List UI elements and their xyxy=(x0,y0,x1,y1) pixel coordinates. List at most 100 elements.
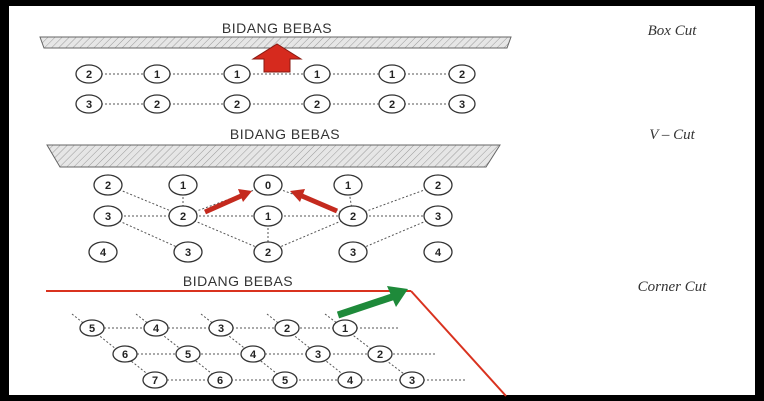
blast-hole: 1 xyxy=(253,205,283,227)
box-cut-free-face-label: BIDANG BEBAS xyxy=(222,20,332,36)
blast-hole: 2 xyxy=(274,319,300,337)
blast-hole-circle xyxy=(253,205,283,227)
blast-hole-delay-number: 3 xyxy=(86,99,92,111)
corner-cut-direction-arrow-head xyxy=(387,286,408,307)
blast-hole-delay-number: 3 xyxy=(459,99,465,111)
blast-hole-delay-number: 2 xyxy=(180,211,186,223)
delay-connector xyxy=(107,215,189,253)
blast-hole: 3 xyxy=(208,319,234,337)
blast-hole-delay-number: 1 xyxy=(180,180,186,192)
blast-hole-delay-number: 2 xyxy=(105,180,111,192)
blast-hole: 4 xyxy=(240,345,266,363)
blast-hole-circle xyxy=(112,345,138,363)
blast-hole-circle xyxy=(143,64,171,84)
blast-hole: 2 xyxy=(303,94,331,114)
blast-hole-circle xyxy=(423,174,453,196)
blast-hole: 4 xyxy=(143,319,169,337)
blast-hole: 1 xyxy=(143,64,171,84)
blast-hole-delay-number: 2 xyxy=(314,99,320,111)
blast-hole: 2 xyxy=(367,345,393,363)
blast-hole: 1 xyxy=(333,174,363,196)
blast-hole-circle xyxy=(337,371,363,389)
blast-hole-circle xyxy=(173,241,203,263)
blast-hole-circle xyxy=(208,319,234,337)
blast-hole-circle xyxy=(305,345,331,363)
blast-hole-circle xyxy=(303,64,331,84)
blast-hole-delay-number: 2 xyxy=(265,247,271,259)
blast-hole-circle xyxy=(223,64,251,84)
blast-hole-delay-number: 4 xyxy=(250,349,257,361)
blast-hole-circle xyxy=(423,241,453,263)
corner-cut-free-face-diagonal xyxy=(410,290,507,397)
blast-hole-circle xyxy=(143,319,169,337)
blast-hole-delay-number: 4 xyxy=(153,323,160,335)
blast-hole-delay-number: 3 xyxy=(105,211,111,223)
blast-hole: 4 xyxy=(88,241,118,263)
blast-hole-delay-number: 1 xyxy=(154,69,160,81)
blast-hole: 5 xyxy=(272,371,298,389)
blast-hole-delay-number: 1 xyxy=(234,69,240,81)
blast-hole-delay-number: 4 xyxy=(347,375,354,387)
frame-left xyxy=(0,0,9,401)
blast-hole-delay-number: 3 xyxy=(409,375,415,387)
blast-hole-delay-number: 2 xyxy=(234,99,240,111)
blast-hole: 0 xyxy=(253,174,283,196)
blast-hole-circle xyxy=(143,94,171,114)
blast-hole-circle xyxy=(142,371,168,389)
blast-hole: 5 xyxy=(79,319,105,337)
blast-hole-circle xyxy=(274,319,300,337)
blast-hole-delay-number: 2 xyxy=(435,180,441,192)
blast-hole-delay-number: 2 xyxy=(389,99,395,111)
blast-hole-circle xyxy=(448,94,476,114)
blast-hole-circle xyxy=(338,241,368,263)
blast-hole-circle xyxy=(93,205,123,227)
blast-hole: 3 xyxy=(338,241,368,263)
blast-hole-delay-number: 4 xyxy=(435,247,442,259)
blast-hole-circle xyxy=(378,64,406,84)
v-cut-free-face-label: BIDANG BEBAS xyxy=(230,126,340,142)
blast-hole-delay-number: 3 xyxy=(435,211,441,223)
frame-right xyxy=(755,0,764,401)
blast-hole-delay-number: 4 xyxy=(100,247,107,259)
blast-hole: 2 xyxy=(338,205,368,227)
corner-cut-direction-arrow xyxy=(336,292,397,319)
corner-cut-free-face-label: BIDANG BEBAS xyxy=(183,273,293,289)
blast-hole-circle xyxy=(175,345,201,363)
blast-hole-circle xyxy=(272,371,298,389)
blast-hole-delay-number: 3 xyxy=(350,247,356,259)
blast-hole: 6 xyxy=(207,371,233,389)
blast-hole: 7 xyxy=(142,371,168,389)
corner-cut-caption: Corner Cut xyxy=(638,279,708,295)
blast-hole: 3 xyxy=(75,94,103,114)
blast-hole-delay-number: 5 xyxy=(89,323,95,335)
blast-hole: 6 xyxy=(112,345,138,363)
blast-hole: 5 xyxy=(175,345,201,363)
delay-connector xyxy=(267,215,354,253)
v-cut-left-arrow xyxy=(203,193,243,215)
blast-hole-delay-number: 7 xyxy=(152,375,158,387)
delay-connector xyxy=(182,215,269,253)
blast-hole: 2 xyxy=(143,94,171,114)
blast-hole-delay-number: 6 xyxy=(217,375,223,387)
blast-hole: 3 xyxy=(423,205,453,227)
blast-hole-circle xyxy=(332,319,358,337)
blast-hole: 2 xyxy=(448,64,476,84)
box-cut-free-face xyxy=(39,36,512,49)
blast-hole-circle xyxy=(223,94,251,114)
blast-hole: 2 xyxy=(423,174,453,196)
blast-hole: 2 xyxy=(253,241,283,263)
blast-hole-circle xyxy=(303,94,331,114)
box-cut-direction-arrow xyxy=(251,43,303,73)
blast-hole-circle xyxy=(367,345,393,363)
blast-hole-circle xyxy=(423,205,453,227)
blast-hole-delay-number: 1 xyxy=(389,69,395,81)
blast-hole: 3 xyxy=(305,345,331,363)
v-cut-right-arrow xyxy=(301,193,338,214)
v-cut-left-arrow-head xyxy=(238,189,252,202)
